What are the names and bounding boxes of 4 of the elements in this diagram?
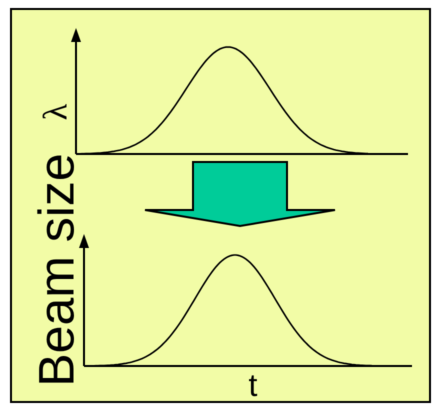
block-arrow [144, 161, 336, 228]
axis-label: Beam size [31, 153, 82, 387]
axis-label: λ [38, 104, 73, 120]
axis-label: t [248, 369, 258, 401]
